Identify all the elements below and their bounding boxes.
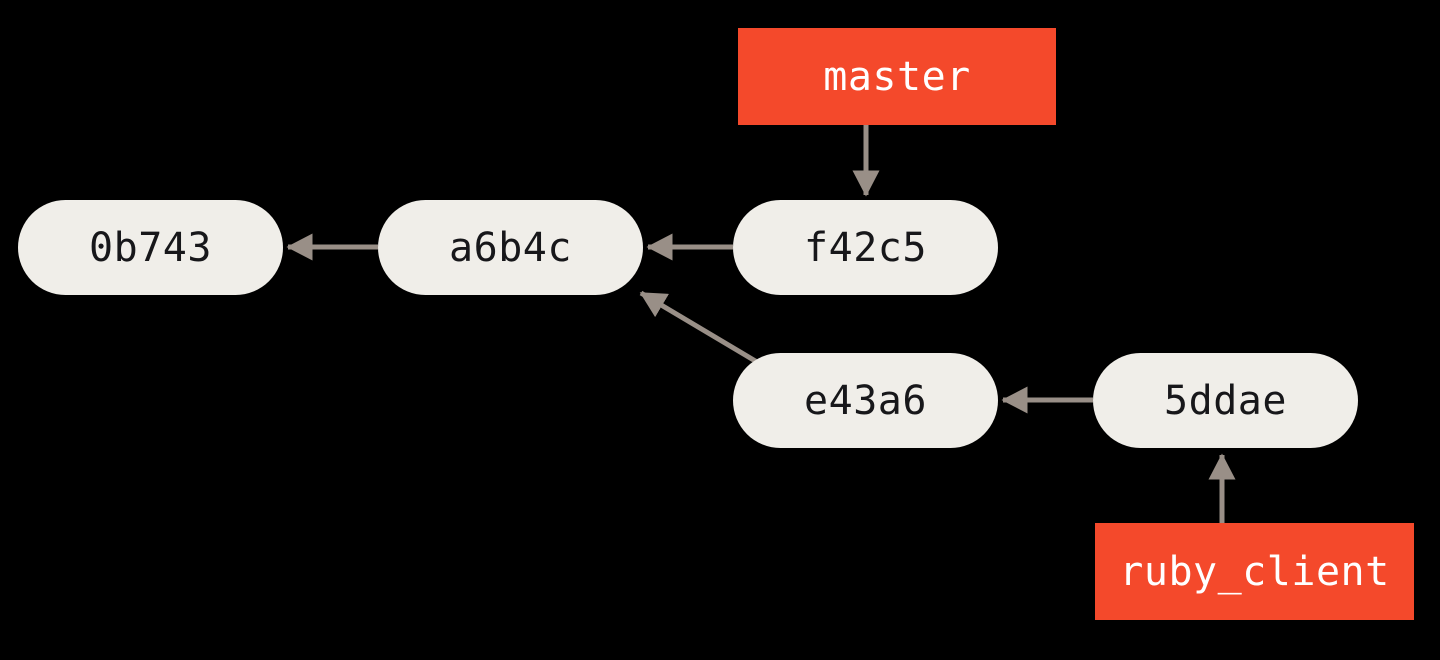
commit-label-a6b4c: a6b4c bbox=[449, 224, 572, 271]
commit-node-0b743[interactable]: 0b743 bbox=[18, 200, 283, 295]
commit-label-5ddae: 5ddae bbox=[1164, 377, 1287, 424]
branch-name-master: master bbox=[823, 53, 971, 100]
edge-e43a6-to-a6b4c bbox=[639, 290, 759, 365]
branch-name-ruby-client: ruby_client bbox=[1119, 548, 1390, 595]
branch-label-master[interactable]: master bbox=[738, 28, 1056, 125]
commit-node-a6b4c[interactable]: a6b4c bbox=[378, 200, 643, 295]
commit-node-e43a6[interactable]: e43a6 bbox=[733, 353, 998, 448]
branch-label-ruby-client[interactable]: ruby_client bbox=[1095, 523, 1414, 620]
commit-node-f42c5[interactable]: f42c5 bbox=[733, 200, 998, 295]
commit-label-0b743: 0b743 bbox=[89, 224, 212, 271]
commit-label-f42c5: f42c5 bbox=[804, 224, 927, 271]
commit-node-5ddae[interactable]: 5ddae bbox=[1093, 353, 1358, 448]
commit-label-e43a6: e43a6 bbox=[804, 377, 927, 424]
